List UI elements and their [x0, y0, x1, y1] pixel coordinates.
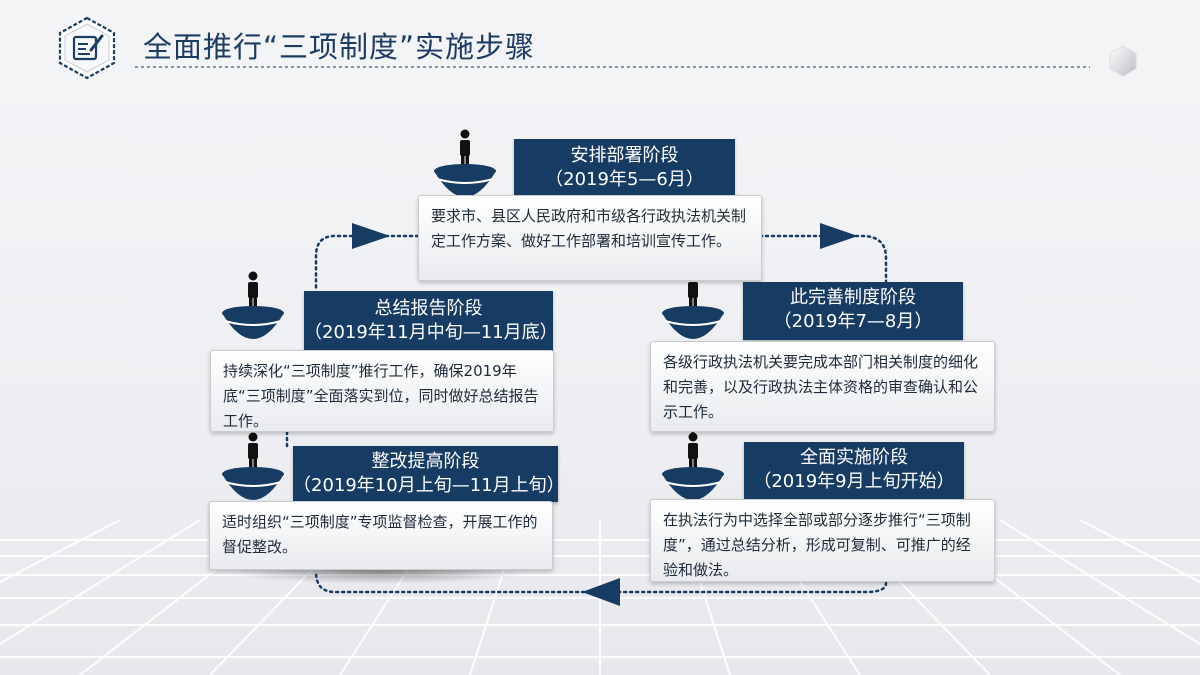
stage-desc-improve: 各级行政执法机关要完成本部门相关制度的细化和完善，以及行政执法主体资格的审查确认…	[650, 341, 995, 432]
stage-header-improve: 此完善制度阶段 （2019年7—8月）	[743, 282, 963, 340]
stage-header-summary: 总结报告阶段 （2019年11月中旬—11月底）	[304, 291, 558, 353]
person-bowl-icon	[434, 129, 496, 197]
person-bowl-icon	[662, 271, 724, 339]
stage-title: 安排部署阶段	[570, 145, 679, 166]
stage-period: （2019年9月上旬开始）	[753, 471, 955, 492]
person-bowl-icon	[222, 271, 284, 339]
stage-desc-deploy: 要求市、县区人民政府和市级各行政执法机关制定工作方案、做好工作部署和培训宣传工作…	[418, 195, 762, 281]
stage-period: （2019年10月上旬—11月上旬）	[293, 475, 565, 496]
person-bowl-icon	[662, 432, 724, 500]
stage-period: （2019年11月中旬—11月底）	[304, 322, 558, 343]
stage-title: 此完善制度阶段	[790, 287, 916, 308]
page-title: 全面推行“三项制度”实施步骤	[143, 30, 536, 64]
stage-desc-summary: 持续深化“三项制度”推行工作，确保2019年底“三项制度”全面落实到位，同时做好…	[210, 350, 554, 432]
stage-title: 全面实施阶段	[800, 447, 908, 468]
stage-title: 整改提高阶段	[371, 451, 480, 472]
stage-period: （2019年7—8月）	[773, 311, 933, 332]
stage-desc-rectify: 适时组织“三项制度”专项监督检查，开展工作的督促整改。	[209, 501, 553, 570]
document-edit-icon	[58, 16, 116, 80]
stage-header-rectify: 整改提高阶段 （2019年10月上旬—11月上旬）	[293, 446, 565, 502]
hexagon-icon	[1109, 45, 1137, 77]
person-bowl-icon	[222, 432, 284, 500]
stage-title: 总结报告阶段	[374, 298, 483, 319]
stage-header-deploy: 安排部署阶段 （2019年5—6月）	[514, 139, 735, 197]
stage-period: （2019年5—6月）	[545, 169, 704, 190]
stage-header-implement: 全面实施阶段 （2019年9月上旬开始）	[744, 442, 964, 500]
stage-desc-implement: 在执法行为中选择全部或部分逐步推行“三项制度”，通过总结分析，形成可复制、可推广…	[650, 499, 995, 582]
